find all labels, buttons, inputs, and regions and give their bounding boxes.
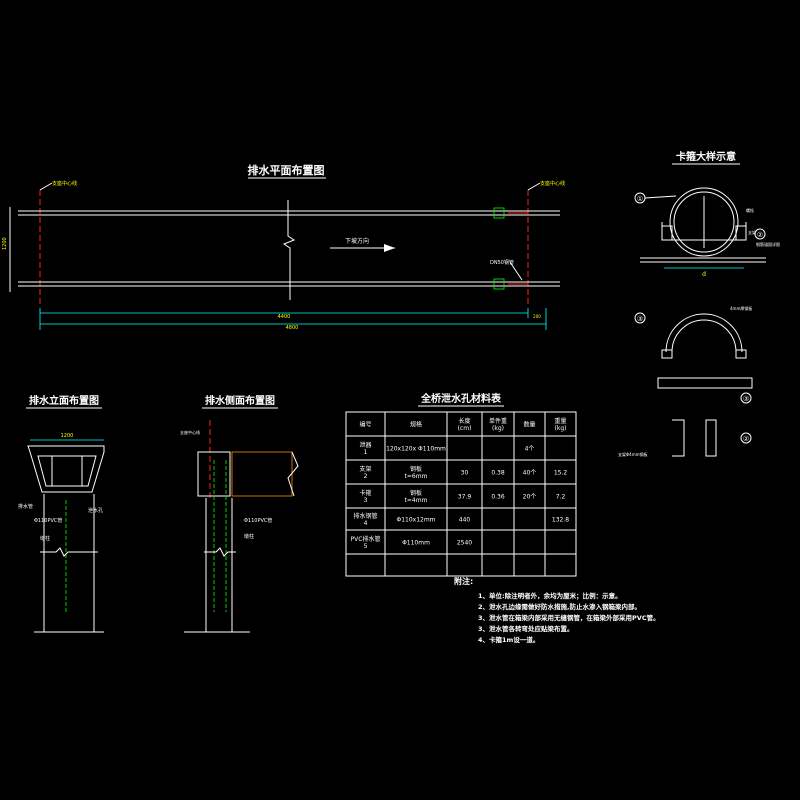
clamp-detail: 卡箍大样示意 d ① ② 螺栓 支架 钢筋锚固详图 ③ 4mm厚钢板 ③ bbox=[618, 150, 780, 457]
table-header-cell: 规格 bbox=[410, 421, 422, 429]
elevation-view: 排水立面布置图 1200 排水管 泄水孔 Φ110PVC管 墩柱 bbox=[18, 394, 105, 633]
flow-direction-label: 下坡方向 bbox=[345, 237, 369, 245]
table-cell: 20个 bbox=[523, 494, 537, 501]
table-header-cell: 编号 bbox=[359, 421, 371, 429]
elevation-dim-top: 1200 bbox=[61, 433, 74, 439]
band-tag-3: ③ bbox=[637, 315, 643, 323]
clamp-tag-2: ② bbox=[757, 231, 763, 239]
table-cell: Φ110x12mm bbox=[396, 517, 435, 524]
clamp-band bbox=[665, 313, 743, 353]
table-header-cell: 长度(cm) bbox=[458, 417, 472, 432]
table-cell: 30 bbox=[461, 470, 469, 477]
plan-dim-total: 4800 bbox=[286, 325, 299, 331]
elevation-label-hole: 泄水孔 bbox=[88, 507, 103, 514]
note-line: 1、单位:除注明者外，余均为厘米；比例：示意。 bbox=[478, 591, 622, 600]
table-title: 全桥泄水孔材料表 bbox=[420, 392, 502, 405]
plan-view: 排水平面布置图 支座中心线 支座中心线 1200 下坡方向 DN50钢管 bbox=[2, 163, 565, 331]
box-girder bbox=[27, 445, 105, 493]
notes-title: 附注: bbox=[454, 576, 473, 586]
table-cell: Φ110mm bbox=[402, 540, 430, 547]
note-line: 2、泄水孔边缘需做好防水措施,防止水渗入钢箱梁内部。 bbox=[478, 602, 641, 611]
table-header-cell: 数量 bbox=[523, 421, 535, 429]
elevation-title: 排水立面布置图 bbox=[29, 394, 99, 407]
flat-bar bbox=[657, 377, 753, 389]
pipe-label: DN50钢管 bbox=[490, 259, 514, 266]
clamp-dim-d: d bbox=[702, 271, 706, 278]
pier-label-right: 支座中心线 bbox=[540, 180, 565, 187]
table-cell: 2540 bbox=[457, 540, 472, 547]
elevation-label-pipe: Φ110PVC管 bbox=[34, 517, 62, 524]
table-cell: 40个 bbox=[523, 470, 537, 477]
clamp-label-plate: 4mm厚钢板 bbox=[730, 305, 752, 311]
table-cell: 7.2 bbox=[556, 494, 566, 501]
clamp-tag-1: ① bbox=[637, 195, 643, 203]
plan-dim-inner: 4400 bbox=[278, 314, 291, 320]
table-cell: 440 bbox=[459, 517, 471, 524]
bracket bbox=[672, 419, 685, 457]
bracket-label-support: 支架Φ4mm钢板 bbox=[618, 451, 648, 457]
clamp-title: 卡箍大样示意 bbox=[676, 150, 736, 163]
note-line: 4、卡箍1m设一道。 bbox=[478, 635, 539, 644]
side-label-center: 支座中心线 bbox=[180, 429, 200, 435]
break-line bbox=[282, 200, 296, 300]
bar-tag-3: ③ bbox=[743, 395, 749, 403]
elevation-label-drain: 排水管 bbox=[18, 503, 33, 510]
elevation-label-pier: 墩柱 bbox=[40, 535, 50, 542]
side-label-pier: 墩柱 bbox=[244, 533, 254, 540]
clamp-label-anchor: 钢筋锚固详图 bbox=[756, 241, 780, 247]
notes: 附注: 1、单位:除注明者外，余均为厘米；比例：示意。 2、泄水孔边缘需做好防水措… bbox=[454, 576, 660, 644]
side-title: 排水侧面布置图 bbox=[205, 394, 275, 407]
note-line: 3、泄水管在箱梁内部采用无缝钢管，在箱梁外部采用PVC管。 bbox=[478, 613, 660, 622]
pier-label-left: 支座中心线 bbox=[52, 180, 77, 187]
plan-dim-width: 1200 bbox=[2, 237, 8, 250]
plan-title: 排水平面布置图 bbox=[248, 163, 325, 177]
table-cell: 37.9 bbox=[458, 494, 472, 501]
table-header-cell: 重量(kg) bbox=[554, 417, 566, 432]
table-cell: 0.38 bbox=[491, 470, 505, 477]
flow-arrow-icon bbox=[384, 244, 395, 252]
side-label-pipe: Φ110PVC管 bbox=[244, 517, 272, 524]
table-cell: 120x120x Φ110mm bbox=[386, 446, 446, 453]
table-cell: 132.8 bbox=[552, 517, 569, 524]
clamp-label-support: 支架 bbox=[748, 229, 756, 235]
table-cell: 4个 bbox=[525, 446, 535, 453]
bracket-tag-2: ② bbox=[743, 435, 749, 443]
table-cell: 15.2 bbox=[554, 470, 568, 477]
clamp-label-bolt: 螺栓 bbox=[746, 207, 754, 213]
side-view: 排水侧面布置图 支座中心线 Φ110PVC管 墩柱 bbox=[180, 394, 299, 633]
table-cell: 0.36 bbox=[491, 494, 505, 501]
note-line: 3、泄水管各转弯处应贴梁布置。 bbox=[478, 624, 574, 633]
clamp-pipe bbox=[669, 187, 739, 257]
table-header-cell: 单件重(kg) bbox=[489, 417, 507, 432]
plan-dim-side: 200 bbox=[533, 314, 541, 319]
